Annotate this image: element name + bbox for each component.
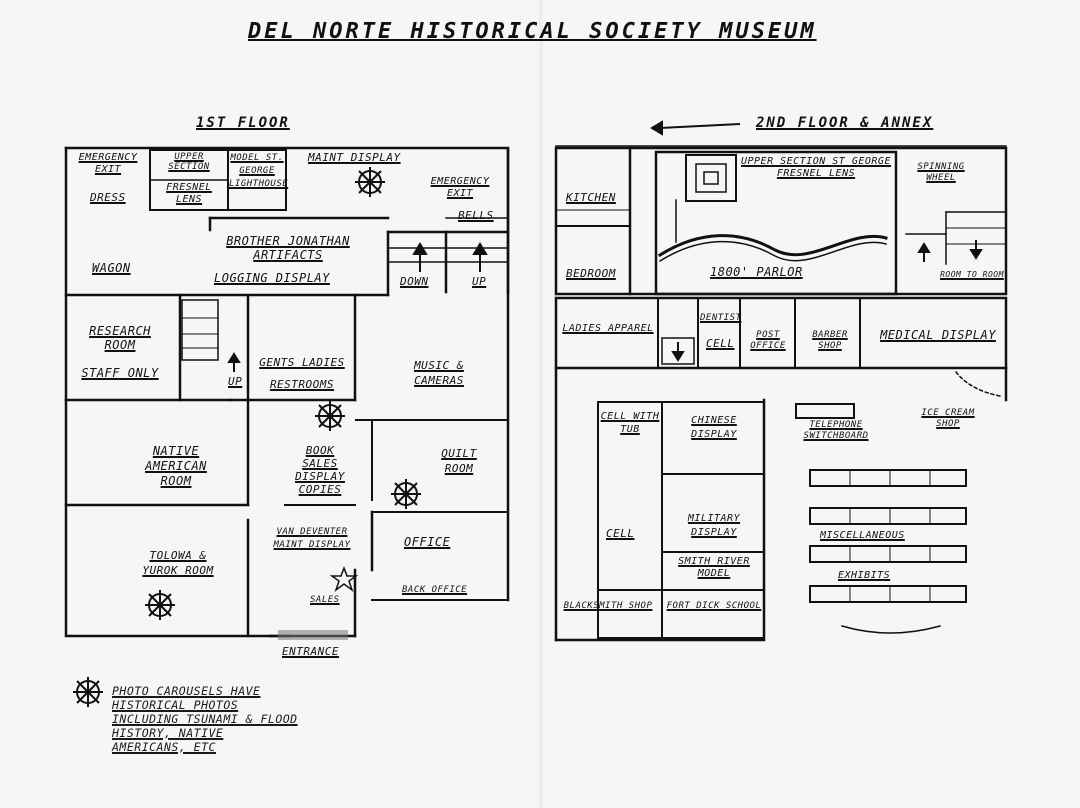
room-back-office: BACK OFFICE bbox=[402, 585, 468, 595]
entrance-mat bbox=[278, 630, 348, 640]
room-restrooms: GENTS LADIES RESTROOMS bbox=[259, 356, 345, 391]
room-ladies-apparel: LADIES APPAREL bbox=[562, 323, 654, 334]
room-tolowa-yurok: TOLOWA & YUROK ROOM bbox=[142, 549, 214, 577]
room-book-sales: BOOK SALES DISPLAY COPIES bbox=[295, 444, 345, 496]
room-fort-dick-school: FORT DICK SCHOOL bbox=[666, 601, 762, 611]
room-barber-shop: BARBER SHOP bbox=[812, 330, 848, 351]
floor1-heading: 1ST FLOOR bbox=[196, 115, 290, 131]
room-military-display: MILITARY DISPLAY bbox=[687, 513, 741, 538]
stairs-down-label: DOWN bbox=[400, 275, 429, 288]
ship-wheel-icon bbox=[72, 676, 104, 708]
room-blacksmith-shop: BLACKSMITH SHOP bbox=[563, 601, 653, 611]
ship-wheel-icon bbox=[354, 166, 386, 198]
room-kitchen: KITCHEN bbox=[566, 191, 616, 204]
room-miscellaneous: MISCELLANEOUS bbox=[820, 530, 905, 541]
room-exhibits: EXHIBITS bbox=[838, 570, 891, 581]
room-research: RESEARCH ROOM bbox=[89, 324, 151, 352]
room-cell-lower: CELL bbox=[606, 527, 635, 540]
floor2-heading: 2ND FLOOR & ANNEX bbox=[756, 115, 934, 131]
ship-wheel-icon bbox=[314, 400, 346, 432]
small-stairs-up-label: UP bbox=[228, 375, 243, 388]
room-upper-section: UPPER SECTION bbox=[168, 152, 210, 172]
room-quilt: QUILT ROOM bbox=[441, 447, 477, 475]
room-smith-river-model: SMITH RIVER MODEL bbox=[678, 556, 750, 579]
ship-wheel-icon bbox=[144, 589, 176, 621]
room-parlor: 1800' PARLOR bbox=[710, 265, 803, 279]
room-bells: BELLS bbox=[458, 209, 494, 222]
page-title: DEL NORTE HISTORICAL SOCIETY MUSEUM bbox=[248, 19, 817, 44]
room-chinese-display: CHINESE DISPLAY bbox=[691, 415, 737, 440]
room-music-cameras: MUSIC & CAMERAS bbox=[414, 359, 464, 387]
room-staff-only: STAFF ONLY bbox=[81, 366, 159, 380]
room-office: OFFICE bbox=[404, 535, 451, 549]
room-van-deventer: VAN DEVENTER MAINT DISPLAY bbox=[273, 527, 351, 550]
room-telephone-switchboard: TELEPHONE SWITCHBOARD bbox=[803, 420, 869, 441]
room-bedroom: BEDROOM bbox=[566, 267, 616, 280]
room-dress: DRESS bbox=[90, 191, 126, 204]
room-spinning-wheel: SPINNING WHEEL bbox=[917, 162, 965, 183]
room-emergency-exit-right: EMERGENCY EXIT bbox=[430, 176, 490, 199]
floor1-outer-wall-left bbox=[64, 146, 357, 638]
room-sales: SALES bbox=[310, 595, 340, 605]
room-maint-display: MAINT DISPLAY bbox=[308, 151, 401, 164]
room-cell: CELL bbox=[706, 337, 735, 350]
room-medical-display: MEDICAL DISPLAY bbox=[880, 328, 996, 342]
room-upper-section-lens: UPPER SECTION ST GEORGE FRESNEL LENS bbox=[741, 156, 891, 179]
room-native-american: NATIVE AMERICAN ROOM bbox=[145, 444, 207, 488]
room-wagon: WAGON bbox=[92, 261, 131, 275]
room-brother-jonathan: BROTHER JONATHAN ARTIFACTS bbox=[226, 234, 350, 262]
paper-fold bbox=[538, 0, 544, 808]
entrance-label: ENTRANCE bbox=[282, 645, 339, 658]
room-post-office: POST OFFICE bbox=[750, 330, 786, 351]
room-logging-display: LOGGING DISPLAY bbox=[214, 271, 330, 285]
room-cell-with-tub: CELL WITH TUB bbox=[600, 411, 660, 435]
stairs-up-label: UP bbox=[472, 275, 487, 288]
room-ice-cream-shop: ICE CREAM SHOP bbox=[921, 408, 975, 429]
star-icon bbox=[329, 565, 359, 593]
ship-wheel-icon bbox=[390, 478, 422, 510]
room-to-room: ROOM TO ROOM bbox=[940, 270, 1004, 279]
room-dentist: DENTIST bbox=[700, 313, 742, 323]
room-model-lighthouse: MODEL ST. GEORGE LIGHTHOUSE bbox=[229, 153, 289, 189]
photo-carousel-legend: PHOTO CAROUSELS HAVE HISTORICAL PHOTOS I… bbox=[112, 684, 298, 754]
room-emergency-exit-left: EMERGENCY EXIT bbox=[78, 152, 138, 175]
room-fresnel-lens: FRESNEL LENS bbox=[166, 182, 212, 205]
